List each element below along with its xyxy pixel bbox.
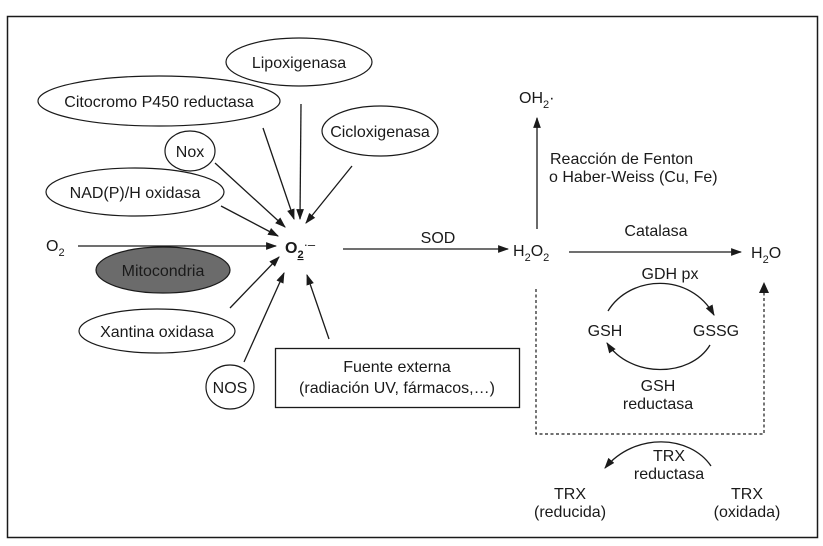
dashed-trx-link	[535, 289, 765, 435]
label-fenton-1: Reacción de Fenton	[550, 151, 693, 168]
arrow-citocromo	[262, 127, 295, 221]
arrow-nos	[243, 271, 285, 363]
label-sod: SOD	[421, 230, 456, 247]
arrow-gsh-to-gssg	[607, 282, 715, 316]
source-mitocondria: Mitocondria	[95, 246, 231, 294]
label-nadph-oxidasa: NAD(P)/H oxidasa	[70, 185, 201, 202]
source-cicloxigenasa: Cicloxigenasa	[321, 105, 439, 157]
diagram-frame	[6, 15, 819, 539]
label-catalasa: Catalasa	[624, 223, 687, 240]
label-fuente-externa-2: (radiación UV, fármacos,…)	[299, 380, 495, 397]
species-gsh: GSH	[588, 323, 623, 340]
species-trx-reducida-1: TRX	[554, 486, 586, 503]
source-citocromo-p450: Citocromo P450 reductasa	[37, 75, 281, 127]
label-cicloxigenasa: Cicloxigenasa	[330, 124, 430, 141]
label-trx-reductasa-2: reductasa	[634, 466, 704, 483]
source-nadph-oxidasa: NAD(P)/H oxidasa	[45, 167, 225, 217]
label-trx-reductasa-1: TRX	[653, 448, 685, 465]
arrow-cicloxigenasa	[305, 165, 353, 224]
label-citocromo-p450: Citocromo P450 reductasa	[64, 94, 254, 111]
dashed-arrowhead	[759, 282, 769, 293]
arrow-xantina	[229, 256, 280, 309]
label-fuente-externa-1: Fuente externa	[343, 359, 451, 376]
arrow-nox	[214, 162, 286, 228]
species-h2o2: H2O2	[513, 243, 549, 264]
label-gdh-px: GDH px	[642, 266, 699, 283]
species-trx-oxidada-1: TRX	[731, 486, 763, 503]
source-nox: Nox	[164, 130, 216, 172]
arrow-trx-reductasa	[604, 441, 712, 469]
species-superoxide: O2·–	[285, 237, 316, 261]
source-fuente-externa: Fuente externa (radiación UV, fármacos,……	[274, 347, 521, 409]
source-nos: NOS	[205, 364, 255, 410]
arrow-fuente-externa	[306, 273, 330, 340]
species-oh2: OH2·	[519, 90, 554, 111]
source-xantina-oxidasa: Xantina oxidasa	[78, 308, 236, 354]
species-o2: O2	[46, 238, 65, 259]
species-gssg: GSSG	[693, 323, 739, 340]
species-h2o: H2O	[751, 245, 781, 266]
label-gsh-reductasa-2: reductasa	[623, 396, 693, 413]
label-gsh-reductasa-1: GSH	[641, 378, 676, 395]
arrow-lipoxigenasa	[296, 103, 304, 221]
arrow-nadph	[220, 205, 279, 237]
label-lipoxigenasa: Lipoxigenasa	[252, 55, 346, 72]
label-fenton-2: o Haber-Weiss (Cu, Fe)	[549, 169, 718, 186]
label-mitocondria: Mitocondria	[122, 263, 205, 280]
species-trx-reducida-2: (reducida)	[534, 504, 606, 521]
species-trx-oxidada-2: (oxidada)	[714, 504, 781, 521]
arrow-gssg-to-gsh	[606, 342, 711, 371]
label-xantina-oxidasa: Xantina oxidasa	[100, 324, 214, 341]
svg-text:O2·–: O2·–	[285, 237, 316, 261]
label-nox: Nox	[176, 144, 204, 161]
label-nos: NOS	[213, 380, 248, 397]
source-lipoxigenasa: Lipoxigenasa	[225, 37, 373, 87]
